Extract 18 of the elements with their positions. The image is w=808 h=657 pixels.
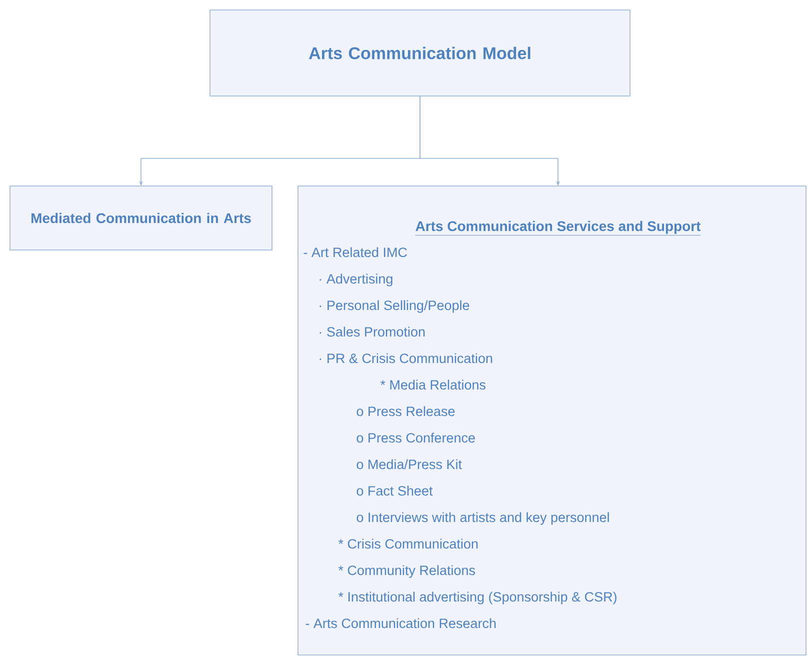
list-item: - Arts Communication Research	[306, 618, 496, 628]
list-item: · Personal Selling/People	[320, 300, 470, 313]
list-item: o Media/Press Kit	[356, 459, 462, 470]
list-item: o Interviews with artists and key personnel	[356, 512, 609, 525]
list-item: o Fact Sheet	[356, 486, 433, 496]
category-box: Mediated Communication in Arts	[10, 186, 272, 250]
title-box: Arts Communication Model	[210, 10, 630, 96]
list-item: · Sales Promotion	[320, 326, 425, 337]
list-item: o Press Release	[356, 406, 455, 416]
box-heading: Arts Communication Services and Support	[415, 220, 701, 236]
list-item: * Community Relations	[338, 565, 475, 578]
list-item: · Advertising	[320, 274, 392, 286]
list-item: * Media Relations	[380, 380, 486, 390]
list-item: * Institutional advertising (Sponsorship & CSR)	[338, 592, 616, 604]
list-item: o Press Conference	[356, 432, 475, 443]
list-item: * Crisis Communication	[338, 538, 478, 549]
list-item: · PR & Crisis Communication	[320, 353, 492, 364]
list-item: - Art Related IMC	[304, 247, 407, 258]
